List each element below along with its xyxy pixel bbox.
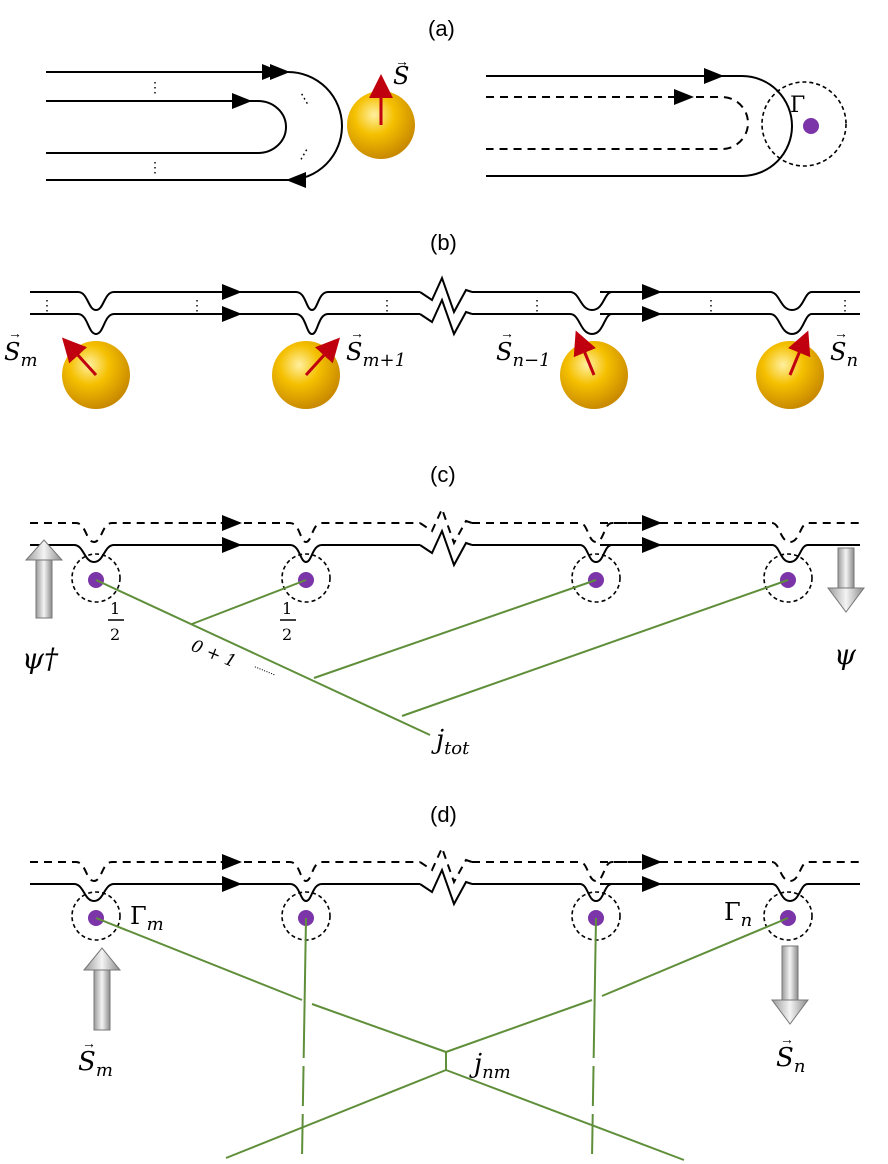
svg-text:Sm+1: Sm+1 xyxy=(346,338,406,371)
impurities-c xyxy=(71,553,813,603)
panel-b: (b) ⋮ ⋮ ⋮ ⋮ ⋮ ⋮ xyxy=(4,230,860,409)
spin-ball-m xyxy=(61,337,130,409)
psi-dagger-label: ψ† xyxy=(22,642,59,675)
svg-text:→: → xyxy=(834,327,848,342)
coupling-region xyxy=(761,81,847,167)
panel-b-label: (b) xyxy=(430,230,457,255)
jtot-label: jtot xyxy=(431,725,470,759)
spin-n-label: Sn xyxy=(776,1043,805,1077)
spin-label: S xyxy=(393,62,409,90)
impurity-dot xyxy=(803,118,819,134)
zero-plus-one-label: 0 + 1 xyxy=(188,636,239,672)
gamma-label: Γ xyxy=(790,93,805,118)
panel-a-label: (a) xyxy=(428,16,455,41)
svg-text:⋮: ⋮ xyxy=(190,299,204,314)
break-zigzag xyxy=(419,528,473,568)
spin-n-down-arrow xyxy=(771,945,809,1025)
psi-dagger-arrow xyxy=(24,539,64,619)
break-zigzag xyxy=(419,275,473,315)
svg-text:→: → xyxy=(8,327,22,342)
spin-label-m: S xyxy=(4,338,20,366)
svg-text:⋮: ⋮ xyxy=(40,299,54,314)
spin-ball-n1 xyxy=(560,330,628,409)
svg-text:→: → xyxy=(82,1037,96,1052)
recoupling-tree-c xyxy=(95,579,789,736)
spin-ball: S → xyxy=(347,55,415,159)
psi-arrow xyxy=(827,547,865,613)
svg-text:⋮: ⋮ xyxy=(530,299,544,314)
svg-text:→: → xyxy=(350,327,364,342)
half-label-2-den: 2 xyxy=(282,625,292,644)
spin-ball-n xyxy=(756,330,824,409)
vector-arrow-icon: → xyxy=(395,55,409,70)
panel-d-label: (d) xyxy=(430,802,457,827)
spin-labels-b: Sm → Sm+1 → Sn−1 → Sn → xyxy=(4,327,858,371)
psi-label: ψ xyxy=(834,638,857,671)
impurities-d xyxy=(71,891,813,941)
svg-text:⋮: ⋮ xyxy=(838,299,852,314)
spin-ball-m1 xyxy=(272,337,341,409)
edge-channels-left: ⋮ ⋮ ⋮ ⋮ xyxy=(46,63,343,188)
break-zigzag xyxy=(419,845,473,885)
edge-channels-b: ⋮ ⋮ ⋮ ⋮ ⋮ ⋮ xyxy=(30,275,860,337)
diagonal-dots: ⋮ xyxy=(295,89,315,109)
jnm-label: jnm xyxy=(469,1049,511,1083)
panel-c-label: (c) xyxy=(430,462,456,487)
svg-text:⋮: ⋮ xyxy=(704,299,718,314)
half-label-1-num: 1 xyxy=(110,599,120,618)
edge-channels-right: Γ xyxy=(486,68,847,177)
panel-a: (a) ⋮ ⋮ ⋮ ⋮ S → Γ xyxy=(46,16,847,188)
break-zigzag xyxy=(419,297,473,337)
svg-text:⋮: ⋮ xyxy=(380,299,394,314)
spin-label-m1: S xyxy=(346,338,362,366)
edge-channels-d xyxy=(30,845,860,907)
spin-m-label: Sm xyxy=(78,1047,113,1081)
break-zigzag xyxy=(419,506,473,546)
break-zigzag xyxy=(419,867,473,907)
vertical-dots: ⋮ xyxy=(148,161,162,176)
half-label-2-num: 1 xyxy=(282,599,292,618)
half-label-1-den: 2 xyxy=(110,625,120,644)
panel-d: (d) xyxy=(30,802,860,1161)
svg-text:Sn: Sn xyxy=(830,338,858,371)
diagonal-dots: ⋮ xyxy=(294,145,314,165)
recoupling-tree-d xyxy=(95,917,789,1161)
svg-text:→: → xyxy=(780,1033,794,1048)
svg-text:Sm: Sm xyxy=(4,338,38,371)
svg-text:→: → xyxy=(500,327,514,342)
spin-label-n: S xyxy=(830,338,846,366)
spin-m-up-arrow xyxy=(82,947,122,1031)
svg-text:Sn−1: Sn−1 xyxy=(496,338,551,371)
gamma-n-label: Γn xyxy=(724,898,752,931)
gamma-m-label: Γm xyxy=(130,902,164,935)
edge-channels-c xyxy=(30,506,860,568)
vertical-dots: ⋮ xyxy=(148,81,162,96)
spin-label-n1: S xyxy=(496,338,512,366)
panel-c: (c) xyxy=(22,462,865,759)
